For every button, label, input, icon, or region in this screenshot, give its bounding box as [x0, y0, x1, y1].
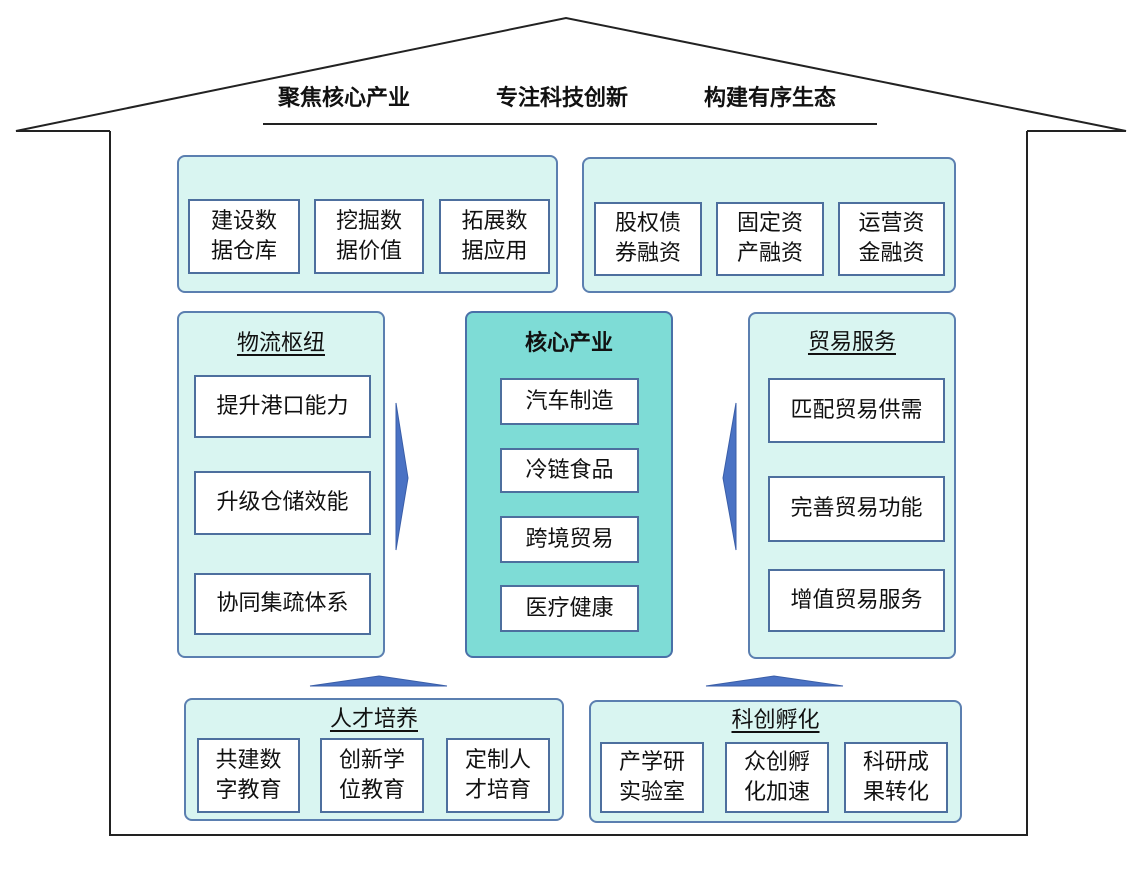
slogan-orderly-ecology: 构建有序生态 — [704, 86, 837, 111]
innovation-box-incubator: 众创孵 化加速 — [725, 742, 829, 813]
house-roof — [15, 16, 1127, 132]
arrow-up-right-icon — [705, 675, 844, 687]
slogan-core-industry: 聚焦核心产业 — [278, 86, 411, 111]
finance-box-equity-bond: 股权债 券融资 — [594, 202, 702, 276]
core-box-healthcare: 医疗健康 — [500, 585, 639, 632]
arrow-left-icon — [722, 402, 737, 551]
talent-box-digital-edu: 共建数 字教育 — [197, 738, 300, 813]
logistics-box-distribution: 协同集疏体系 — [194, 573, 371, 635]
finance-box-fixed-asset: 固定资 产融资 — [716, 202, 824, 276]
slogan-tech-innovation: 专注科技创新 — [496, 86, 629, 111]
data-box-mine-value: 挖掘数 据价值 — [314, 199, 424, 274]
trade-panel-title: 贸易服务 — [807, 330, 896, 355]
talent-box-custom-training: 定制人 才培育 — [446, 738, 550, 813]
data-box-expand-application: 拓展数 据应用 — [439, 199, 550, 274]
talent-box-degree-edu: 创新学 位教育 — [320, 738, 424, 813]
trade-box-improve: 完善贸易功能 — [768, 476, 945, 542]
core-box-automobile: 汽车制造 — [500, 378, 639, 425]
core-box-cold-chain: 冷链食品 — [500, 448, 639, 493]
trade-box-value-added: 增值贸易服务 — [768, 569, 945, 632]
innovation-panel-title: 科创孵化 — [731, 708, 820, 733]
finance-box-working-capital: 运营资 金融资 — [838, 202, 945, 276]
arrow-up-left-icon — [309, 675, 448, 687]
core-box-cross-border: 跨境贸易 — [500, 516, 639, 563]
trade-box-match: 匹配贸易供需 — [768, 378, 945, 443]
logistics-box-port: 提升港口能力 — [194, 375, 371, 438]
logistics-box-warehouse: 升级仓储效能 — [194, 471, 371, 535]
core-industry-title: 核心产业 — [524, 331, 613, 356]
talent-panel-title: 人才培养 — [329, 707, 418, 732]
arrow-right-icon — [395, 402, 409, 551]
data-box-build-warehouse: 建设数 据仓库 — [188, 199, 300, 274]
innovation-box-lab: 产学研 实验室 — [600, 742, 704, 813]
house-walls — [109, 131, 1028, 836]
logistics-panel-title: 物流枢纽 — [236, 331, 325, 356]
innovation-box-transfer: 科研成 果转化 — [844, 742, 948, 813]
